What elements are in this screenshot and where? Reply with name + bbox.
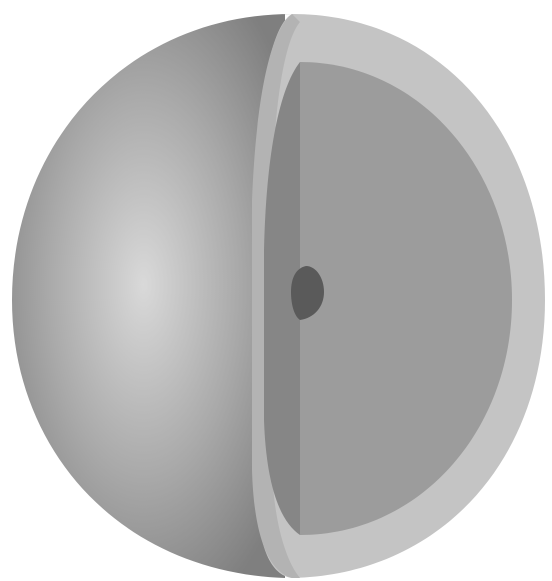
outer-sphere-surface — [12, 14, 292, 578]
